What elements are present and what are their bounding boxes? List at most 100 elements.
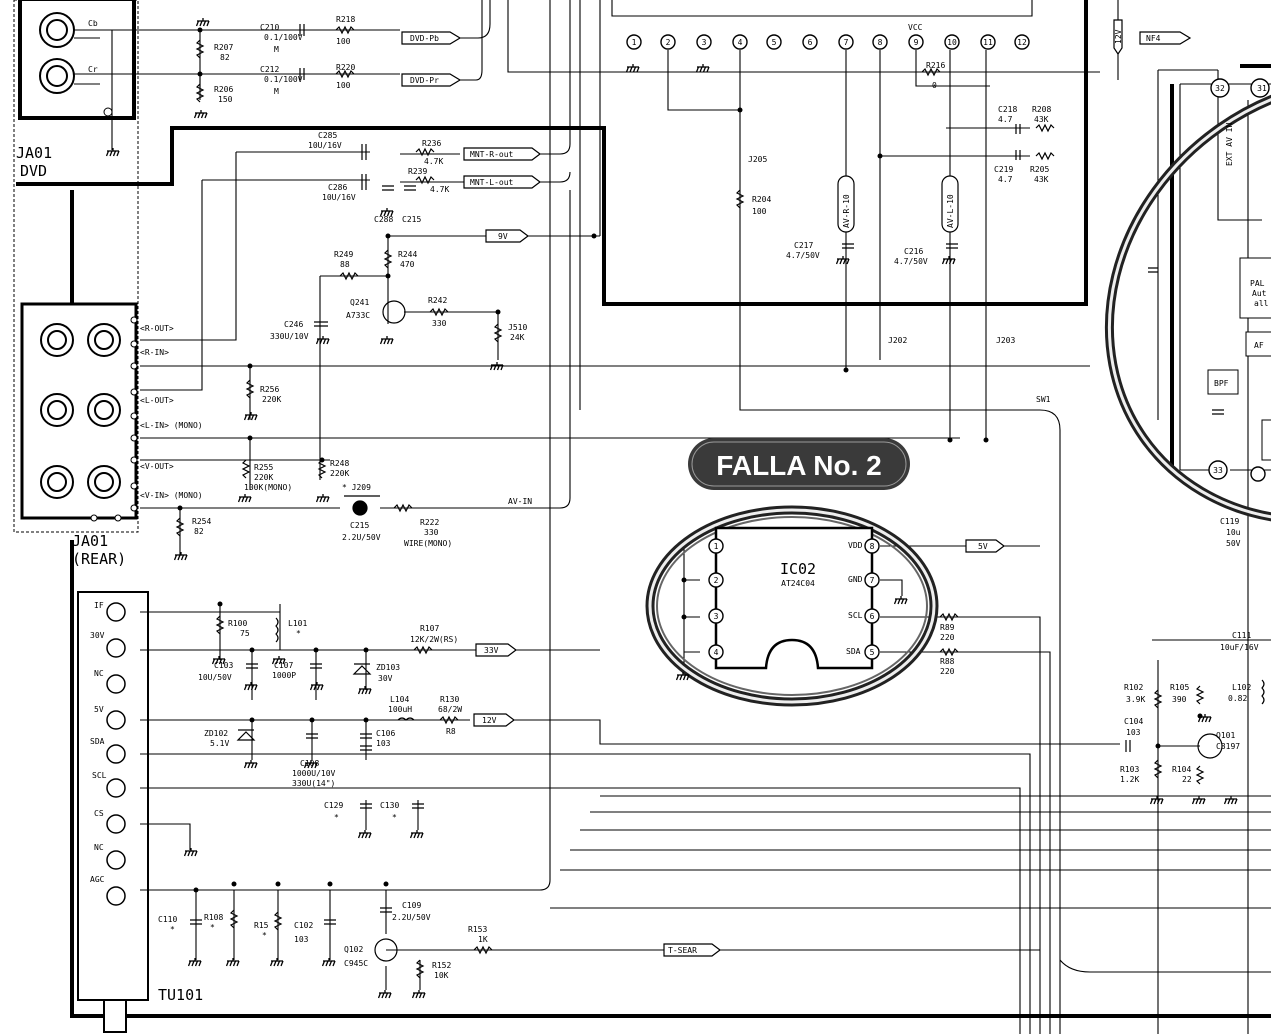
svg-text:30V: 30V [90,631,105,640]
svg-text:100: 100 [336,81,351,90]
svg-text:330: 330 [432,319,447,328]
svg-text:4.7: 4.7 [998,175,1013,184]
svg-text:R107: R107 [420,624,439,633]
dvd-jack-panel[interactable] [19,0,135,119]
svg-text:220: 220 [940,633,955,642]
ic02-part: AT24C04 [781,579,815,588]
svg-text:VDD: VDD [848,541,863,550]
svg-text:DVD-Pb: DVD-Pb [410,34,439,43]
svg-text:R218: R218 [336,15,355,24]
svg-text:R204: R204 [752,195,771,204]
svg-text:J510: J510 [508,323,527,332]
svg-text:Cr: Cr [88,65,98,74]
svg-text:Q241: Q241 [350,298,369,307]
svg-text:AV-R-10: AV-R-10 [842,194,851,228]
svg-text:Q102: Q102 [344,945,363,954]
svg-text:R249: R249 [334,250,353,259]
svg-text:4: 4 [738,38,743,47]
dvd-rear-dashed-box [13,0,139,533]
net-flag-labels: DVD-Pb DVD-Pr MNT-R-out MNT-L-out 9V 5V … [410,29,1234,955]
svg-text:<V-IN> (MONO): <V-IN> (MONO) [140,491,203,500]
svg-text:11: 11 [983,38,993,47]
svg-text:*: * [392,813,397,822]
svg-text:SDA: SDA [846,647,861,656]
svg-text:10U/50V: 10U/50V [198,673,232,682]
svg-text:R103: R103 [1120,765,1139,774]
svg-text:1K: 1K [478,935,488,944]
svg-text:SCL: SCL [92,771,107,780]
svg-text:12V: 12V [1114,29,1123,44]
svg-text:DVD: DVD [20,162,47,180]
svg-text:R256: R256 [260,385,279,394]
svg-text:NC: NC [94,669,104,678]
svg-text:*: * [170,925,175,934]
svg-text:T-SEAR: T-SEAR [668,946,697,955]
svg-text:R222: R222 [420,518,439,527]
svg-text:10: 10 [947,38,957,47]
svg-text:100K(MONO): 100K(MONO) [244,483,292,492]
svg-text:10U/16V: 10U/16V [308,141,342,150]
svg-text:C945C: C945C [344,959,368,968]
svg-text:3.9K: 3.9K [1126,695,1145,704]
heavy-frame [16,0,1271,1018]
svg-text:10K: 10K [434,971,449,980]
svg-text:IF: IF [94,601,104,610]
svg-text:3: 3 [714,612,719,621]
svg-text:10U/16V: 10U/16V [322,193,356,202]
falla-text: FALLA No. 2 [716,450,881,481]
connector-labels: Cb Cr JA01 DVD JA01 (REAR) TU101 [16,19,203,1004]
rear-jack-panel[interactable] [20,302,138,522]
svg-text:C111: C111 [1232,631,1251,640]
svg-text:7: 7 [844,38,849,47]
svg-text:DVD-Pr: DVD-Pr [410,76,439,85]
svg-text:R205: R205 [1030,165,1049,174]
svg-text:R15: R15 [254,921,269,930]
svg-text:R236: R236 [422,139,441,148]
svg-text:30V: 30V [378,674,393,683]
svg-text:C219: C219 [994,165,1013,174]
svg-text:1000P: 1000P [272,671,296,680]
svg-text:R216: R216 [926,61,945,70]
svg-text:J202: J202 [888,336,907,345]
svg-text:C104: C104 [1124,717,1143,726]
svg-text:10uF/16V: 10uF/16V [1220,643,1259,652]
svg-text:*: * [210,923,215,932]
tuner-block[interactable] [77,591,149,1033]
svg-text:0.82: 0.82 [1228,694,1247,703]
svg-text:R100: R100 [228,619,247,628]
svg-text:R207: R207 [214,43,233,52]
svg-text:8: 8 [878,38,883,47]
svg-text:R89: R89 [940,623,955,632]
svg-text:R8: R8 [446,727,456,736]
svg-text:C288: C288 [374,215,393,224]
svg-text:<L-OUT>: <L-OUT> [140,396,174,405]
svg-text:<R-OUT>: <R-OUT> [140,324,174,333]
thin-wiring [72,0,1271,1034]
net-flags [401,19,1192,957]
falla-banner: FALLA No. 2 [688,438,910,490]
svg-text:103: 103 [294,935,309,944]
svg-text:R244: R244 [398,250,417,259]
svg-text:C109: C109 [402,901,421,910]
svg-text:R108: R108 [204,913,223,922]
svg-text:<V-OUT>: <V-OUT> [140,462,174,471]
ic02-chip[interactable]: 12 34 87 65 IC02 AT24C04 VDD GND SCL SDA [708,526,880,670]
svg-text:4.7/50V: 4.7/50V [786,251,820,260]
svg-text:WIRE(MONO): WIRE(MONO) [404,539,452,548]
svg-text:C3197: C3197 [1216,742,1240,751]
svg-text:BPF: BPF [1214,379,1229,388]
highlight-halo-ic02 [645,505,939,707]
svg-text:NF4: NF4 [1146,34,1161,43]
svg-text:75: 75 [240,629,250,638]
svg-text:C218: C218 [998,105,1017,114]
svg-text:9: 9 [914,38,919,47]
svg-text:PAL: PAL [1250,279,1265,288]
svg-text:Cb: Cb [88,19,98,28]
svg-text:GND: GND [848,575,863,584]
svg-text:C216: C216 [904,247,923,256]
right-ic-pins[interactable]: 32 31 33 [1207,78,1271,482]
svg-text:R208: R208 [1032,105,1051,114]
